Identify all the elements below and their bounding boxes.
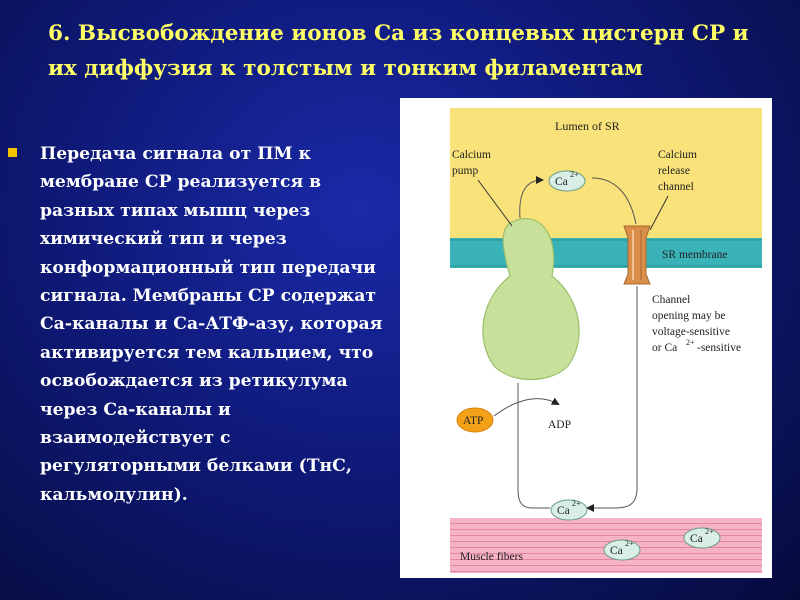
calcium-release-diagram: Lumen of SR SR membrane Muscle fibers Ca…: [400, 98, 772, 578]
diagram-svg: Lumen of SR SR membrane Muscle fibers Ca…: [450, 108, 762, 573]
pump-pointer-line: [477, 179, 513, 227]
svg-text:or Ca: or Ca: [652, 342, 677, 354]
svg-text:2+: 2+: [705, 527, 714, 536]
release-channel-label-line1: Calcium: [658, 149, 697, 161]
lumen-label: Lumen of SR: [555, 119, 620, 133]
ca-ion-muscle-2: Ca 2+: [683, 527, 721, 549]
release-channel-label-line3: channel: [658, 181, 694, 193]
cytosol-return-path: [517, 383, 550, 509]
svg-text:Ca: Ca: [555, 176, 568, 188]
svg-text:Ca: Ca: [690, 533, 703, 545]
ca-ion-cytosol: Ca 2+: [550, 499, 588, 521]
sr-membrane-band: [450, 238, 762, 268]
channel-pointer-line: [649, 195, 669, 231]
calcium-pump-label-line1: Calcium: [452, 149, 491, 161]
bullet-point: Передача сигнала от ПМ к мембране СР реа…: [8, 140, 398, 509]
adp-label: ADP: [548, 419, 571, 431]
atp-hydrolysis-arrow: [493, 397, 560, 417]
svg-text:ATP: ATP: [463, 415, 483, 427]
calcium-pump-label-line2: pump: [452, 165, 478, 177]
pump-uptake-arrow: [519, 176, 544, 219]
svg-text:2+: 2+: [686, 338, 695, 347]
muscle-fibers-label: Muscle fibers: [460, 551, 523, 563]
channel-note-line1: Channel: [652, 294, 690, 306]
lumen-to-channel-arrow: [591, 177, 637, 225]
bullet-text: Передача сигнала от ПМ к мембране СР реа…: [40, 144, 383, 505]
channel-note-line2: opening may be: [652, 310, 725, 322]
bullet-square-icon: [8, 148, 17, 157]
svg-text:2+: 2+: [625, 539, 634, 548]
slide-title: 6. Высвобождение ионов Са из концевых ци…: [48, 21, 749, 81]
channel-release-arrow: [586, 286, 638, 512]
calcium-release-channel-shape: [623, 225, 651, 285]
calcium-pump-shape: [482, 218, 580, 381]
svg-text:Ca: Ca: [610, 545, 623, 557]
svg-text:2+: 2+: [572, 499, 581, 508]
channel-note-line3: voltage-sensitive: [652, 326, 730, 338]
channel-note-line4: or Ca 2+ -sensitive: [652, 338, 741, 354]
svg-text:Ca: Ca: [557, 505, 570, 517]
sr-lumen-region: [450, 108, 762, 238]
svg-text:-sensitive: -sensitive: [697, 342, 741, 354]
sr-membrane-label: SR membrane: [662, 249, 727, 261]
svg-text:2+: 2+: [570, 170, 579, 179]
ca-ion-muscle-1: Ca 2+: [603, 539, 641, 561]
ca-ion-lumen: Ca 2+: [548, 170, 586, 192]
release-channel-label-line2: release: [658, 165, 690, 177]
atp-molecule: ATP: [456, 407, 494, 433]
